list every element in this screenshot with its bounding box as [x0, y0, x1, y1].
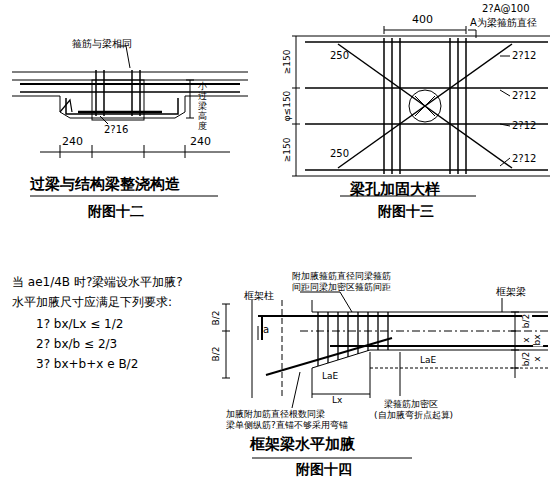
dimension-label: 250 — [330, 50, 349, 61]
note-label: (自加腋弯折点起算) — [374, 411, 453, 421]
dimension-label: 400 — [412, 14, 433, 26]
note-label: 附加腋箍筋直径同梁箍筋 — [292, 272, 391, 282]
dimension-label: x — [533, 355, 543, 362]
dimension-label: 小过梁高度 — [198, 82, 207, 131]
haunch-detail — [222, 292, 548, 458]
note-label: 间距同梁加密区箍筋间距 — [292, 283, 391, 293]
dimension-label: LaE — [420, 356, 436, 366]
figure-title: 过梁与结构梁整浇构造 — [30, 176, 180, 193]
note-label: 梁箍筋加密区 — [384, 400, 438, 410]
rebar-callout: 2?12 — [512, 153, 536, 164]
rebar-callout: 2?16 — [104, 124, 128, 135]
note-text: 水平加腋尺寸应满足下列要求: — [12, 296, 172, 309]
part-label: 框架梁 — [496, 286, 526, 297]
rebar-callout: 2?12 — [512, 90, 536, 101]
dimension-label: a — [263, 324, 269, 335]
dimension-label: 240 — [190, 136, 211, 148]
dimension-label: 240 — [62, 136, 83, 148]
note-text: 当 ae1/4B 时?梁端设水平加腋? — [12, 276, 183, 289]
part-label: 框架柱 — [244, 290, 274, 301]
dimension-label: bx — [533, 333, 543, 346]
rebar-callout: 2?A@100 — [482, 3, 530, 14]
dimension-label: B/2 — [212, 346, 222, 363]
dimension-label: b/2 — [522, 351, 532, 367]
dimension-label: b/2 — [522, 313, 532, 329]
formula-text: 2? bx/b ≤ 2/3 — [36, 338, 117, 351]
dimension-label: φ≤150 — [283, 90, 293, 123]
note-label: 加腋附加筋直径根数同梁 — [226, 410, 325, 420]
dimension-label: x — [522, 336, 532, 343]
note-label: 箍筋与梁相同 — [72, 38, 132, 49]
formula-text: 3? bx+b+x e B/2 — [36, 358, 138, 371]
lintel-detail — [12, 46, 248, 196]
dimension-label: ≥150 — [283, 137, 293, 164]
figure-number: 附图十四 — [296, 462, 352, 477]
rebar-callout: 2?12 — [512, 50, 536, 61]
note-label: A为梁箍筋直径 — [470, 17, 537, 28]
formula-text: 1? bx/Lx ≤ 1/2 — [36, 318, 123, 331]
beam-hole-detail — [292, 26, 550, 196]
figure-number: 附图十三 — [378, 204, 434, 219]
figure-title: 框架梁水平加腋 — [250, 436, 355, 453]
dimension-label: Lx — [332, 396, 342, 406]
dimension-label: 250 — [330, 148, 349, 159]
dimension-label: LaE — [322, 372, 338, 382]
dimension-label: B/2 — [212, 310, 222, 327]
figure-title: 梁孔加固大样 — [350, 181, 440, 198]
figure-number: 附图十二 — [88, 204, 144, 219]
note-label: 梁单侧纵筋?直锚不够采用弯锚 — [226, 421, 348, 431]
dimension-label: ≥150 — [283, 49, 293, 76]
rebar-callout: 2?12 — [512, 120, 536, 131]
